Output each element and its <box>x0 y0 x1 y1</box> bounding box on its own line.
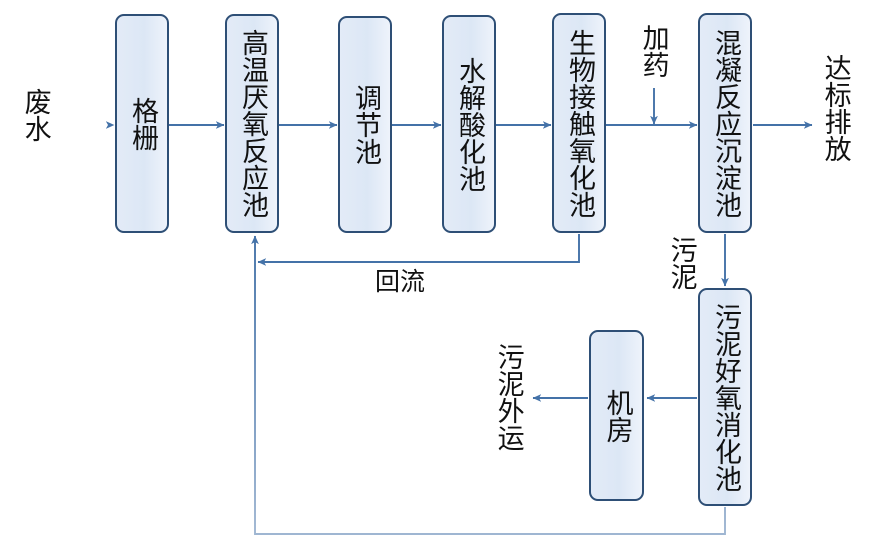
connector-digester-return <box>251 235 726 535</box>
node-biocontact[interactable]: 生物接触氧化池 <box>552 13 606 233</box>
node-machine-room[interactable]: 机房 <box>589 330 644 501</box>
label-dosing: 加药 <box>637 24 669 78</box>
node-machine-room-label: 机房 <box>601 388 633 443</box>
node-sludge-digester-label: 污泥好氧消化池 <box>710 302 742 492</box>
node-hydrolysis[interactable]: 水解酸化池 <box>442 15 496 233</box>
node-anaerobic-label: 高温厌氧反应池 <box>237 29 269 218</box>
node-sludge-digester[interactable]: 污泥好氧消化池 <box>698 288 752 506</box>
label-effluent: 达标排放 <box>819 54 851 162</box>
node-hydrolysis-label: 水解酸化池 <box>454 56 486 192</box>
node-grit-label: 格栅 <box>127 96 159 151</box>
node-coagulation-label: 混凝反应沉淀池 <box>710 28 742 218</box>
node-anaerobic[interactable]: 高温厌氧反应池 <box>225 14 279 233</box>
label-sludge: 污泥 <box>665 236 697 290</box>
node-equalization[interactable]: 调节池 <box>338 16 392 233</box>
label-influent: 废水 <box>19 88 51 142</box>
node-biocontact-label: 生物接触氧化池 <box>564 28 596 218</box>
connector-biocontact-return <box>257 234 580 266</box>
node-equalization-label: 调节池 <box>350 84 382 165</box>
label-sludge-haul: 污泥外运 <box>492 343 524 451</box>
label-return: 回流 <box>375 267 426 296</box>
node-coagulation[interactable]: 混凝反应沉淀池 <box>698 13 752 233</box>
node-grit[interactable]: 格栅 <box>115 14 169 233</box>
